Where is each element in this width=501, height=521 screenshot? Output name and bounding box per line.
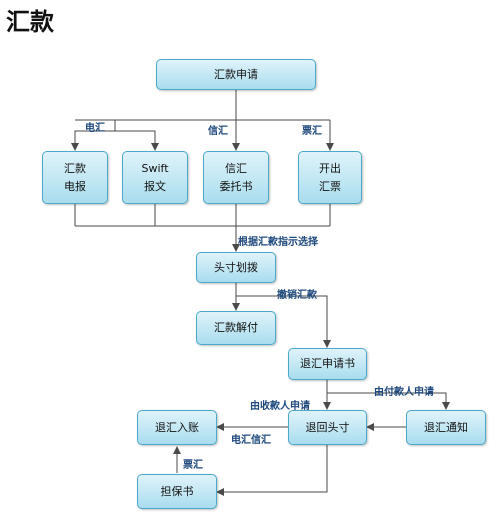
label-by-payer: 由付款人申请 <box>374 387 434 398</box>
swift-message-box: Swift 报文 <box>122 151 188 204</box>
label-mail-transfer: 信汇 <box>208 126 228 137</box>
mail-transfer-letter-box: 信汇 委托书 <box>203 151 269 204</box>
issue-draft-box: 开出 汇票 <box>298 151 362 204</box>
label-telegraphic-transfer: 电汇 <box>85 123 105 134</box>
refund-entry-box: 退汇入账 <box>137 410 217 445</box>
remittance-application-box: 汇款申请 <box>156 59 316 90</box>
label-by-payee: 由收款人申请 <box>250 401 310 412</box>
return-funds-box: 退回头寸 <box>288 410 367 445</box>
guarantee-letter-box: 担保书 <box>137 474 217 509</box>
label-tt-mt: 电汇信汇 <box>231 435 271 446</box>
remittance-telegram-box: 汇款 电报 <box>42 151 108 204</box>
label-demand-draft-return: 票汇 <box>183 460 203 471</box>
page-title: 汇款 <box>6 8 54 36</box>
refund-application-box: 退汇申请书 <box>288 348 367 380</box>
label-choose-by-instruction: 根据汇款指示选择 <box>238 237 318 248</box>
refund-notice-box: 退汇通知 <box>406 410 486 445</box>
fund-transfer-box: 头寸划拨 <box>196 252 276 283</box>
remittance-release-box: 汇款解付 <box>196 311 276 345</box>
label-cancel-remittance: 撤销汇款 <box>277 290 317 301</box>
label-demand-draft: 票汇 <box>302 126 322 137</box>
